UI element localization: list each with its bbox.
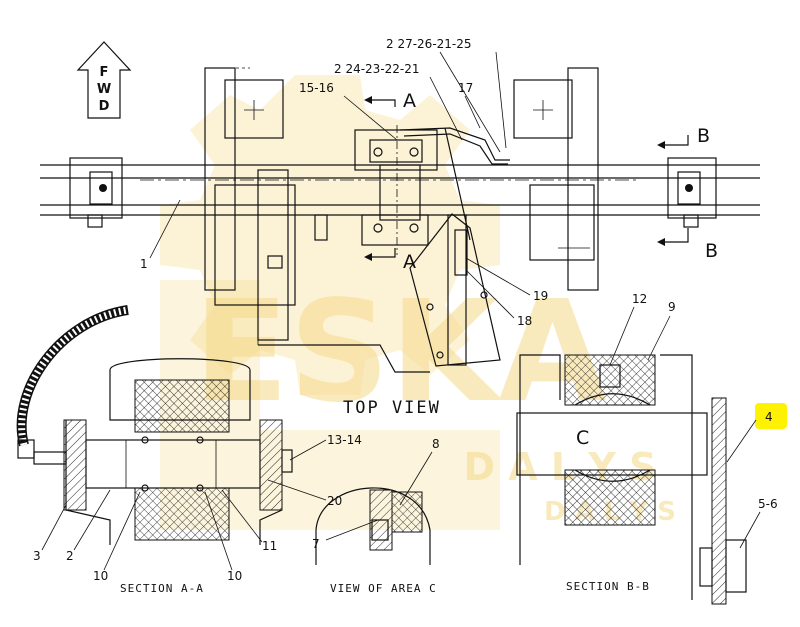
callout-12: 12 bbox=[632, 292, 647, 306]
callout-18: 18 bbox=[517, 314, 532, 328]
callout-19: 19 bbox=[533, 289, 548, 303]
callout-15-16: 15-16 bbox=[299, 81, 334, 95]
top-view bbox=[40, 67, 760, 373]
section-b-top-label: B bbox=[697, 125, 710, 147]
watermark-gear-lower bbox=[160, 280, 500, 530]
watermark: ESKA D A L Y S D A L Y S bbox=[160, 75, 676, 530]
view-area-c: VIEW OF AREA C 8 7 bbox=[312, 437, 440, 595]
section-a-bottom-label: A bbox=[403, 251, 416, 273]
callout-24-23-22-21: 2 24-23-22-21 bbox=[334, 62, 420, 76]
section-aa-title: SECTION A-A bbox=[120, 582, 204, 595]
callout-27-26-21-25: 2 27-26-21-25 bbox=[386, 37, 472, 51]
callout-3: 3 bbox=[33, 549, 41, 563]
callout-2: 2 bbox=[66, 549, 74, 563]
callout-11: 11 bbox=[262, 539, 277, 553]
view-area-c-title: VIEW OF AREA C bbox=[330, 582, 437, 595]
section-marker-a: A A bbox=[364, 90, 416, 273]
top-view-callouts: 2 27-26-21-25 2 24-23-22-21 15-16 17 1 1… bbox=[140, 37, 548, 328]
section-b-bottom-label: B bbox=[705, 240, 718, 262]
watermark-brand: ESKA bbox=[193, 271, 606, 434]
callout-10-left: 10 bbox=[93, 569, 108, 583]
section-aa-callouts: 13-14 20 11 10 10 2 3 bbox=[33, 433, 362, 583]
callout-8: 8 bbox=[432, 437, 440, 451]
section-bb-title: SECTION B-B bbox=[566, 580, 650, 593]
callout-13-14: 13-14 bbox=[327, 433, 362, 447]
callout-10-right: 10 bbox=[227, 569, 242, 583]
fwd-letter-d: D bbox=[99, 99, 110, 114]
callout-4[interactable]: 4 bbox=[765, 410, 773, 424]
callout-9: 9 bbox=[668, 300, 676, 314]
fwd-arrow: F W D bbox=[76, 41, 132, 119]
watermark-gear bbox=[160, 75, 500, 395]
top-view-title: TOP VIEW bbox=[343, 398, 441, 418]
callout-1: 1 bbox=[140, 257, 148, 271]
fwd-letter-f: F bbox=[100, 65, 109, 80]
callout-7: 7 bbox=[312, 537, 320, 551]
callout-17: 17 bbox=[458, 81, 473, 95]
fwd-arrow-icon bbox=[76, 41, 132, 119]
callout-5-6: 5-6 bbox=[758, 497, 778, 511]
highlight-box bbox=[755, 403, 787, 429]
section-bb: C SECTION B-B 12 9 5-6 4 bbox=[516, 292, 787, 605]
fwd-letter-w: W bbox=[97, 82, 111, 97]
section-marker-b: B B bbox=[657, 125, 718, 262]
section-aa: SECTION A-A bbox=[16, 305, 293, 595]
section-c-label: C bbox=[576, 427, 589, 449]
section-a-top-label: A bbox=[403, 90, 416, 112]
